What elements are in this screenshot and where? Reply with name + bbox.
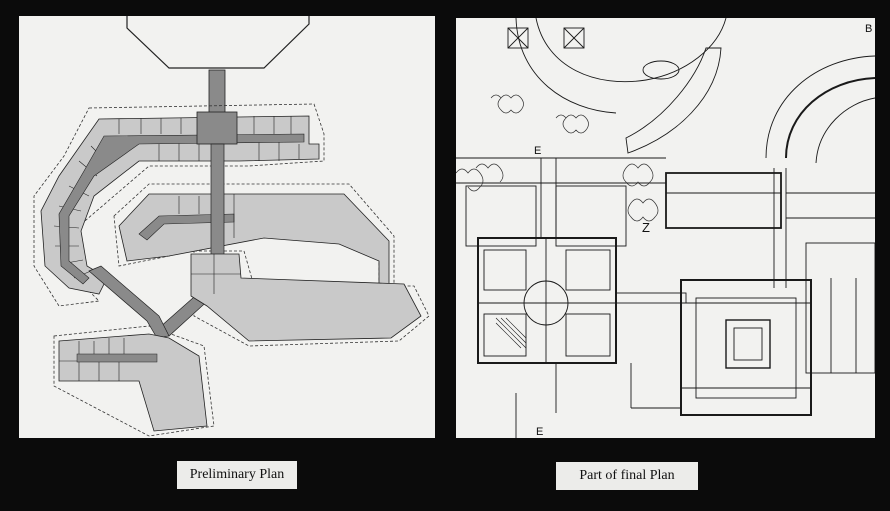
preliminary-plan-drawing xyxy=(19,16,435,438)
auditorium-arc xyxy=(625,47,722,154)
diagonal-spine-left xyxy=(88,265,170,339)
lower-right-wing xyxy=(190,253,422,342)
lower-right-rooms xyxy=(191,254,241,294)
north-marker: Z xyxy=(642,220,650,235)
central-hub xyxy=(196,111,238,145)
connecting-corridor xyxy=(615,292,687,304)
final-plan-svg: E E Z B xyxy=(456,18,875,438)
lower-left-corridor xyxy=(76,353,158,363)
corner-marker: B xyxy=(865,23,872,35)
lower-left-wing xyxy=(58,333,208,432)
atrium xyxy=(725,319,771,369)
right-building xyxy=(680,279,812,416)
upper-wing-corridor xyxy=(58,133,305,285)
circular-hall xyxy=(765,55,875,159)
skylight-right xyxy=(563,27,585,49)
upper-right-wing xyxy=(665,172,782,229)
garden-oval xyxy=(642,60,680,80)
skylight-left xyxy=(507,27,529,49)
court-building xyxy=(477,237,617,364)
block-left xyxy=(465,185,537,247)
right-building-inner xyxy=(695,297,797,399)
stair-hatch xyxy=(495,317,527,349)
caption-final-plan: Part of final Plan xyxy=(556,462,698,490)
vegetation xyxy=(456,94,659,222)
octagon-outline xyxy=(126,16,310,69)
caption-preliminary-plan: Preliminary Plan xyxy=(177,461,297,489)
section-marker-bottom: E xyxy=(536,426,543,438)
middle-wing xyxy=(118,193,390,287)
section-marker-top: E xyxy=(534,145,541,157)
preliminary-plan-svg xyxy=(33,16,430,437)
entrance-drive xyxy=(535,18,727,83)
final-plan-drawing: E E Z B xyxy=(456,18,875,438)
spine-corridor-top xyxy=(208,69,226,115)
